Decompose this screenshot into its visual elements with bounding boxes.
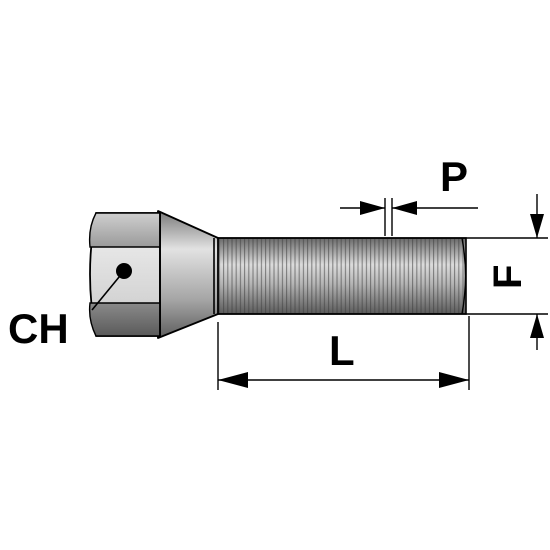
label-hex: CH (8, 305, 69, 352)
hex-leader-line (91, 270, 125, 311)
label-diameter: F (486, 265, 530, 289)
label-pitch: P (440, 153, 468, 200)
length-dimension (217, 316, 470, 390)
diameter-dimension (466, 194, 548, 350)
label-length: L (329, 327, 355, 374)
conical-seat (153, 210, 219, 339)
threaded-shaft (213, 237, 467, 315)
pitch-dimension (340, 198, 478, 236)
